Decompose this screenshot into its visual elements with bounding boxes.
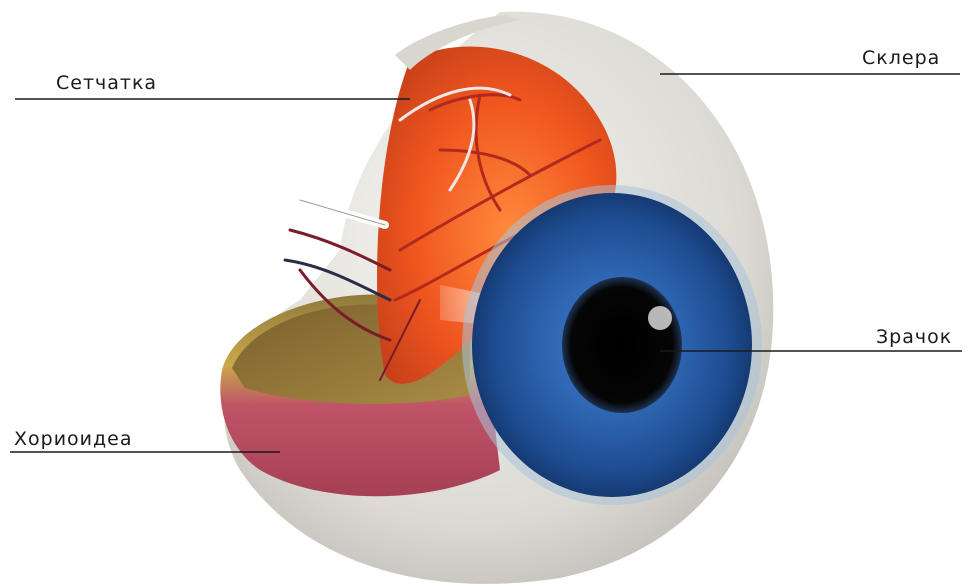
pupil [562,277,682,413]
pupil-highlight [648,306,672,330]
label-sclera: Склера [862,47,940,69]
label-pupil: Зрачок [876,326,952,348]
label-choroid: Хориоидеа [14,428,133,450]
label-retina: Сетчатка [56,72,157,94]
